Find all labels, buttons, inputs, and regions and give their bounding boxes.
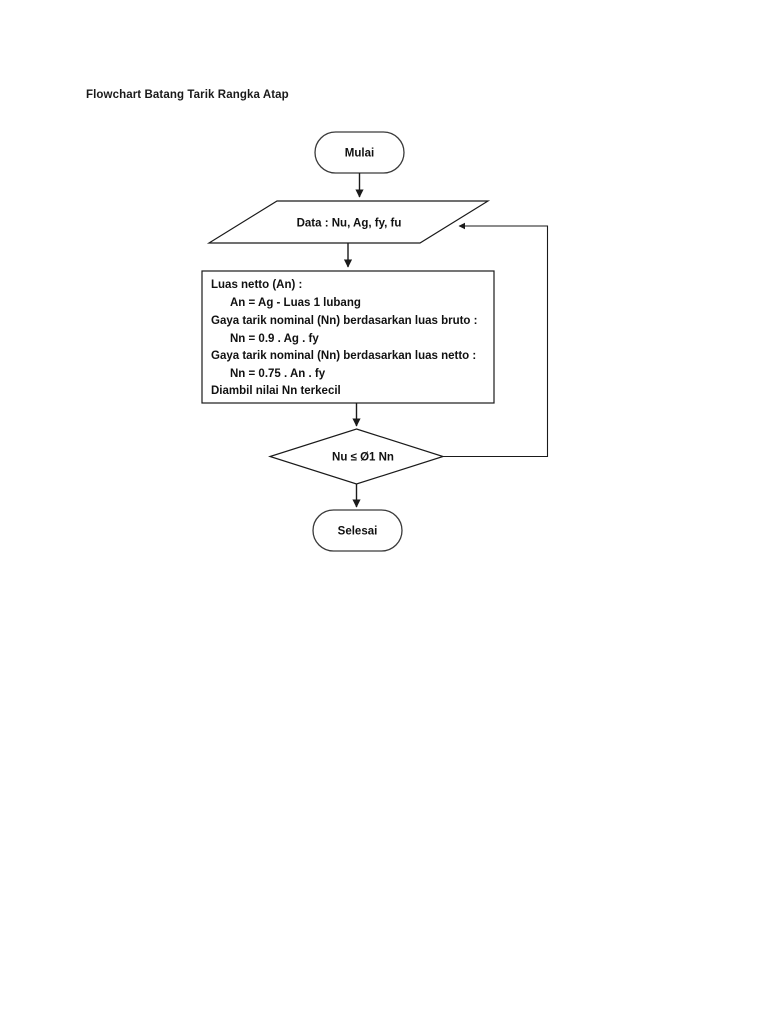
node-start-mulai[interactable]: Mulai <box>314 131 405 174</box>
process-line-3: Gaya tarik nominal (Nn) berdasarkan luas… <box>211 315 477 327</box>
process-line-7: Diambil nilai Nn terkecil <box>211 385 341 397</box>
page-title: Flowchart Batang Tarik Rangka Atap <box>86 89 289 101</box>
end-terminator-label: Selesai <box>338 526 378 538</box>
process-line-1: Luas netto (An) : <box>211 279 302 291</box>
decision-diamond-label: Nu ≤ Ø1 Nn <box>332 452 394 464</box>
node-process-calculation[interactable]: Luas netto (An) : An = Ag - Luas 1 luban… <box>201 270 495 404</box>
end-terminator-shape <box>312 509 403 552</box>
node-end-selesai[interactable]: Selesai <box>312 509 403 552</box>
process-line-4: Nn = 0.9 . Ag . fy <box>230 333 319 345</box>
edge-decision-loopback-to-input <box>443 222 549 458</box>
start-terminator-label: Mulai <box>345 148 374 160</box>
process-line-2: An = Ag - Luas 1 lubang <box>230 297 361 309</box>
input-parallelogram-label: Data : Nu, Ag, fy, fu <box>297 218 402 230</box>
node-input-data[interactable]: Data : Nu, Ag, fy, fu <box>206 200 491 244</box>
process-line-6: Nn = 0.75 . An . fy <box>230 368 326 380</box>
node-decision-check[interactable]: Nu ≤ Ø1 Nn <box>268 428 445 485</box>
process-rectangle-shape <box>201 270 495 404</box>
input-parallelogram-shape <box>206 200 491 244</box>
process-line-5: Gaya tarik nominal (Nn) berdasarkan luas… <box>211 350 476 362</box>
